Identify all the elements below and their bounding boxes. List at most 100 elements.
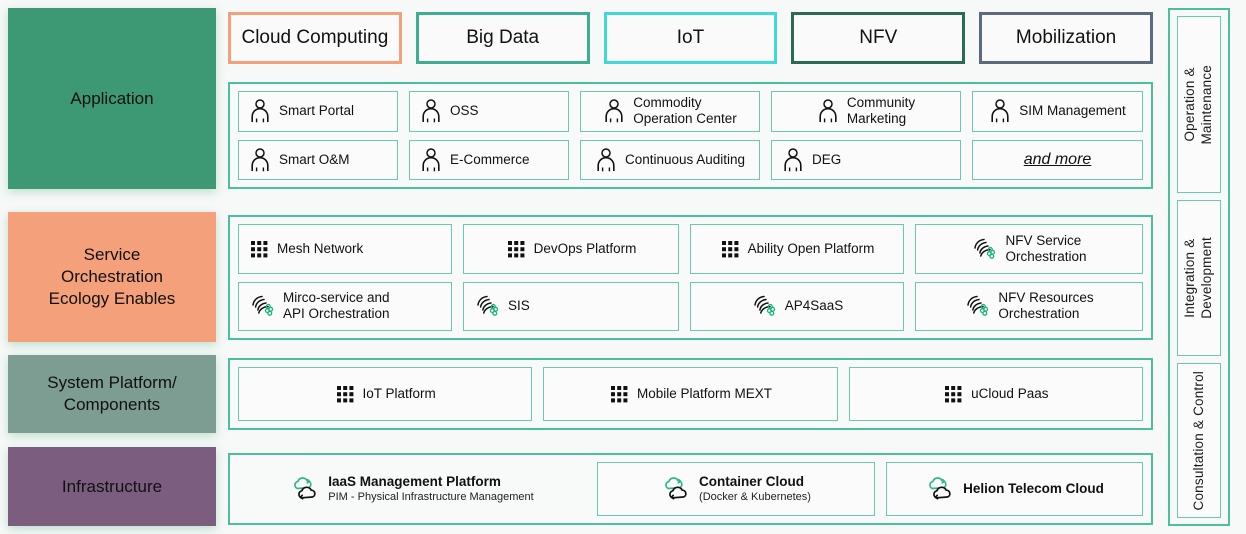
application-panel: Smart Portal OSS Commodity Operation Cente… [228, 82, 1153, 189]
rail-item-integration-development[interactable]: Integration & Development [1177, 199, 1221, 356]
cell-label: AP4SaaS [784, 298, 844, 314]
cell-label: Continuous Auditing [624, 151, 746, 167]
lifecycle-rail: Operation & Maintenance Integration & De… [1168, 8, 1230, 526]
rail-item-label: Integration & Development [1182, 236, 1214, 319]
person-icon [422, 148, 440, 172]
service-item[interactable]: AP4SaaS [690, 281, 904, 331]
cell-label: Ability Open Platform [747, 240, 875, 256]
cell-label: Smart O&M [279, 151, 350, 167]
application-item[interactable]: Continuous Auditing [580, 139, 760, 180]
grid-dots-icon [721, 240, 738, 258]
service-item[interactable]: Mesh Network [238, 224, 452, 274]
cloud-sync-icon [294, 477, 316, 500]
cell-sublabel: PIM - Physical Infrastructure Management [328, 490, 534, 503]
cell-label: SIM Management [1019, 103, 1126, 119]
cell-label: NFV Resources Orchestration [998, 290, 1094, 322]
layer-label-text: Infrastructure [61, 476, 163, 496]
tag-label: NFV [859, 27, 898, 48]
infrastructure-item[interactable]: Container Cloud(Docker & Kubernetes) [597, 462, 875, 516]
layer-label-application: Application [8, 8, 216, 189]
cell-label: Container Cloud [699, 474, 805, 490]
cell-label: E-Commerce [450, 151, 530, 167]
cloud-sync-icon [665, 477, 687, 500]
system-platform-panel: IoT Platform Mobile Platform MEXT uCloud P… [228, 358, 1153, 430]
system-item[interactable]: IoT Platform [238, 367, 533, 421]
cell-label: Smart Portal [279, 103, 355, 119]
rail-item-label: Consultation & Control [1190, 370, 1206, 511]
tag-label: IoT [676, 27, 705, 48]
application-item[interactable]: OSS [409, 91, 569, 132]
orchestration-icon [477, 296, 499, 317]
application-item[interactable]: E-Commerce [409, 139, 569, 180]
layer-label-infrastructure: Infrastructure [8, 447, 216, 526]
system-item[interactable]: uCloud Paas [848, 367, 1143, 421]
service-orchestration-panel: Mesh Network DevOps Platform Ability Open … [228, 215, 1153, 340]
application-item[interactable]: Smart O&M [238, 139, 398, 180]
application-item[interactable]: and more [972, 139, 1143, 180]
grid-dots-icon [507, 240, 525, 258]
cell-label: uCloud Paas [971, 385, 1049, 401]
cell-label: Commodity Operation Center [633, 95, 737, 127]
cell-label: NFV Service Orchestration [1005, 232, 1087, 264]
cell-label: Mobile Platform MEXT [636, 385, 773, 401]
cell-label: Mirco-service and API Orchestration [283, 290, 390, 322]
person-icon [251, 99, 269, 123]
cell-sublabel: (Docker & Kubernetes) [699, 490, 811, 503]
person-icon [605, 99, 623, 123]
layer-label-service-orchestration: Service Orchestration Ecology Enables [8, 212, 216, 342]
service-item[interactable]: SIS [463, 281, 679, 331]
service-item[interactable]: DevOps Platform [463, 224, 679, 274]
tag-cloud-computing[interactable]: Cloud Computing [228, 12, 402, 64]
cell-label: SIS [508, 298, 530, 314]
cell-label: IoT Platform [362, 385, 436, 401]
orchestration-icon [967, 296, 989, 317]
orchestration-icon [974, 238, 996, 259]
application-row-1: Smart Portal OSS Commodity Operation Cente… [238, 91, 1143, 132]
person-icon [784, 148, 802, 172]
application-item[interactable]: Smart Portal [238, 91, 398, 132]
application-item[interactable]: SIM Management [972, 91, 1143, 132]
system-item[interactable]: Mobile Platform MEXT [543, 367, 838, 421]
layer-label-text: Service Orchestration Ecology Enables [48, 245, 176, 308]
tag-label: Mobilization [1015, 27, 1117, 48]
application-item[interactable]: Commodity Operation Center [580, 91, 760, 132]
person-icon [819, 99, 837, 123]
infrastructure-item[interactable]: Helion Telecom Cloud [886, 462, 1143, 516]
layer-label-text: Application [70, 88, 154, 108]
technology-tag-row: Cloud Computing Big Data IoT NFV Mobiliz… [228, 12, 1153, 64]
service-item[interactable]: Mirco-service and API Orchestration [238, 281, 452, 331]
rail-item-operation-maintenance[interactable]: Operation & Maintenance [1177, 16, 1221, 193]
tag-iot[interactable]: IoT [603, 12, 778, 64]
person-icon [991, 99, 1009, 123]
application-row-2: Smart O&M E-Commerce Continuous Auditing DE… [238, 139, 1143, 180]
tag-label: Cloud Computing [241, 27, 389, 48]
cell-label: DEG [812, 151, 842, 167]
system-row-1: IoT Platform Mobile Platform MEXT uCloud P… [238, 367, 1143, 421]
rail-item-label: Operation & Maintenance [1182, 64, 1214, 145]
cell-label: OSS [450, 103, 479, 119]
grid-dots-icon [251, 240, 268, 258]
orchestration-icon [252, 296, 274, 317]
tag-nfv[interactable]: NFV [791, 12, 966, 64]
cell-label: and more [1023, 151, 1092, 169]
rail-item-consultation-control[interactable]: Consultation & Control [1177, 362, 1221, 518]
application-item[interactable]: Community Marketing [771, 91, 961, 132]
service-row-1: Mesh Network DevOps Platform Ability Open … [238, 224, 1143, 274]
layer-label-text: System Platform/ Components [47, 373, 177, 414]
cell-label: Mesh Network [277, 240, 364, 256]
service-item[interactable]: NFV Service Orchestration [915, 224, 1143, 274]
tag-mobilization[interactable]: Mobilization [979, 12, 1153, 64]
person-icon [422, 99, 440, 123]
orchestration-icon [753, 296, 775, 317]
service-item[interactable]: Ability Open Platform [690, 224, 904, 274]
cell-label: Community Marketing [846, 95, 916, 127]
grid-dots-icon [610, 386, 628, 403]
person-icon [251, 148, 269, 172]
service-item[interactable]: NFV Resources Orchestration [915, 281, 1143, 331]
application-item[interactable]: DEG [771, 139, 961, 180]
tag-big-data[interactable]: Big Data [415, 12, 590, 64]
